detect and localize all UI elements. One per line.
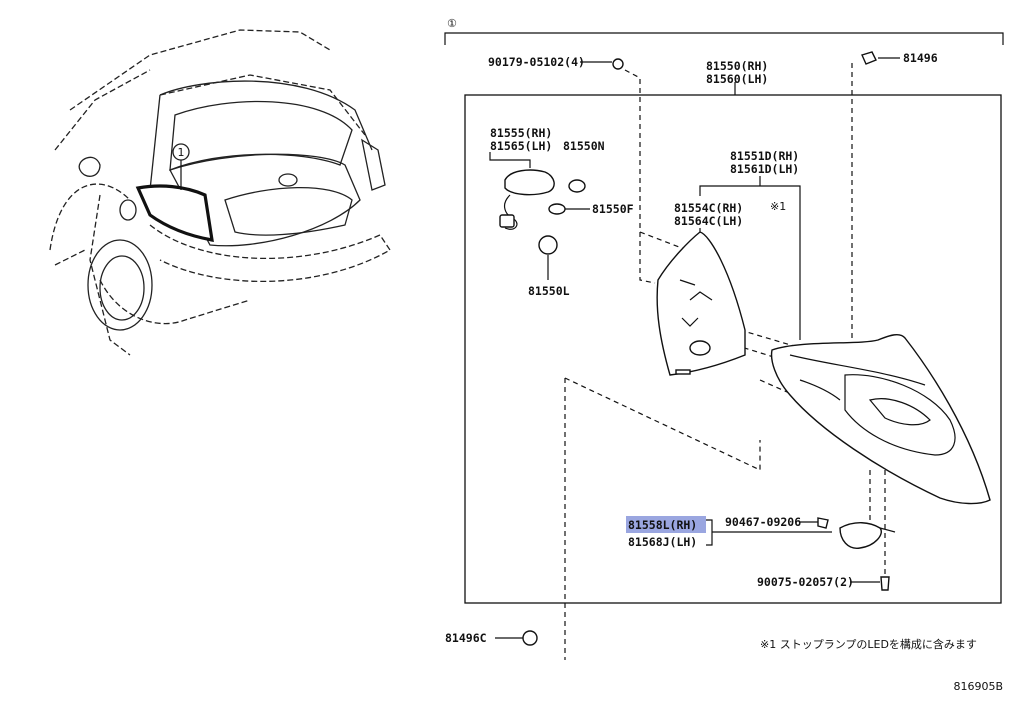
socket-wire-81555-icon	[499, 169, 555, 230]
bulb-81550l-icon	[538, 235, 558, 255]
label-81550n: 81550N	[563, 139, 605, 153]
bracket-81558l-icon	[839, 522, 896, 549]
assembly-bracket: ①	[444, 17, 1004, 45]
footnote: ※1 ストップランプのLEDを構成に含みます	[760, 637, 977, 651]
lamp-lens-81551d-icon	[770, 333, 991, 505]
label-81565-lh: 81565(LH)	[490, 139, 552, 153]
label-81555-rh: 81555(RH)	[490, 126, 552, 140]
label-81564c-lh: 81564C(LH)	[674, 214, 743, 228]
label-81558l-rh: 81558L(RH)	[628, 518, 697, 532]
label-81554c-rh: 81554C(RH)	[674, 201, 743, 215]
parts	[499, 51, 991, 646]
label-81550-rh: 81550(RH)	[706, 59, 768, 73]
note-ref-symbol: ※1	[770, 200, 786, 213]
leader-lines	[489, 57, 900, 660]
screw-90179-icon	[612, 58, 624, 70]
callout-number: ①	[447, 17, 457, 30]
highlight-81558l	[626, 516, 706, 533]
clip-81496-icon	[861, 51, 877, 65]
bulb-81550n-icon	[568, 179, 586, 193]
label-90075: 90075-02057(2)	[757, 575, 854, 589]
diagram-id: 816905B	[953, 680, 1003, 693]
label-90467: 90467-09206	[725, 515, 801, 529]
label-81550f: 81550F	[592, 202, 634, 216]
label-81551d-rh: 81551D(RH)	[730, 149, 799, 163]
lamp-backplate-81554c-icon	[656, 231, 746, 376]
bulb-81550f-icon	[548, 203, 566, 215]
screw-90467-icon	[817, 517, 829, 529]
label-81550l: 81550L	[528, 284, 570, 298]
label-81568j-lh: 81568J(LH)	[628, 535, 697, 549]
label-81496c: 81496C	[445, 631, 487, 645]
label-90179: 90179-05102(4)	[488, 55, 585, 69]
assembly-frame	[464, 94, 1002, 604]
part-labels: 90179-05102(4) 81550(RH) 81560(LH) 81496…	[445, 51, 1003, 693]
clip-81496c-icon	[522, 630, 538, 646]
svg-text:1: 1	[178, 146, 185, 159]
car-rear-illustration: 1	[49, 29, 391, 356]
label-81560-lh: 81560(LH)	[706, 72, 768, 86]
screw-90075-icon	[880, 576, 890, 591]
label-81561d-lh: 81561D(LH)	[730, 162, 799, 176]
label-81496: 81496	[903, 51, 938, 65]
